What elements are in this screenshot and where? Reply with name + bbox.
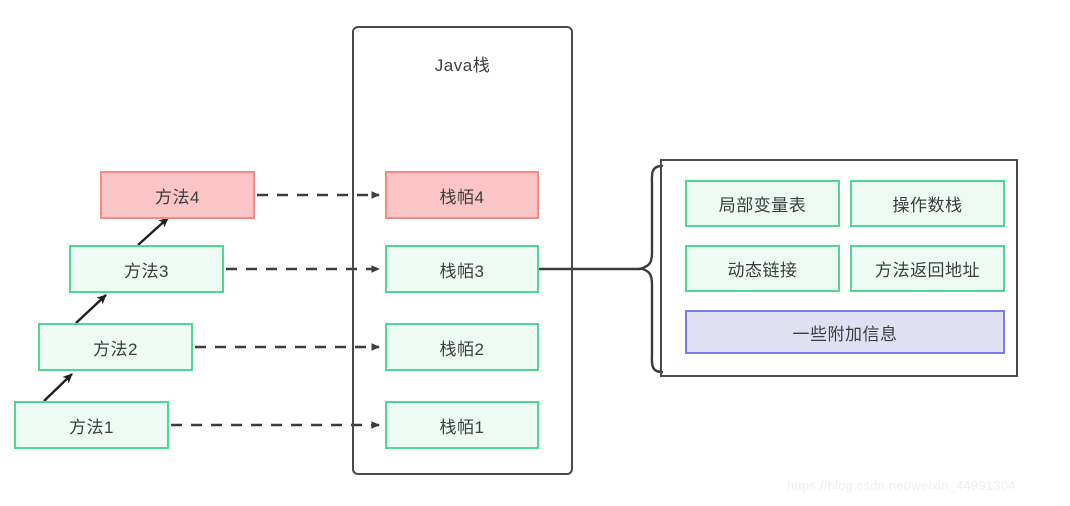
java-stack-title: Java栈	[434, 56, 491, 75]
frame-detail-box-5: 一些附加信息	[685, 310, 1005, 354]
method-box-2: 方法3	[69, 245, 224, 293]
method-box-1: 方法4	[100, 171, 255, 219]
call-arrow-2-to-3	[75, 294, 107, 324]
stack-frame-box-4: 栈帞1	[385, 401, 539, 449]
call-arrow-3-to-4	[137, 217, 169, 246]
stack-frame-box-2: 栈帞3	[385, 245, 539, 293]
frame-detail-panel	[660, 159, 1018, 377]
mapping-arrows	[171, 191, 380, 429]
frame-detail-box-2: 操作数栈	[850, 180, 1005, 227]
method-box-4: 方法1	[14, 401, 169, 449]
frame-detail-box-1: 局部变量表	[685, 180, 840, 227]
curly-brace	[636, 164, 664, 374]
call-arrows	[43, 217, 169, 402]
frame-detail-box-3: 动态链接	[685, 245, 840, 292]
method-box-3: 方法2	[38, 323, 193, 371]
watermark: https://blog.csdn.net/weixin_44991304	[787, 478, 1016, 493]
java-stack-container	[352, 26, 573, 475]
frame-detail-box-4: 方法返回地址	[850, 245, 1005, 292]
call-arrow-1-to-2	[43, 373, 73, 402]
stack-frame-box-1: 栈帞4	[385, 171, 539, 219]
stack-frame-box-3: 栈帞2	[385, 323, 539, 371]
